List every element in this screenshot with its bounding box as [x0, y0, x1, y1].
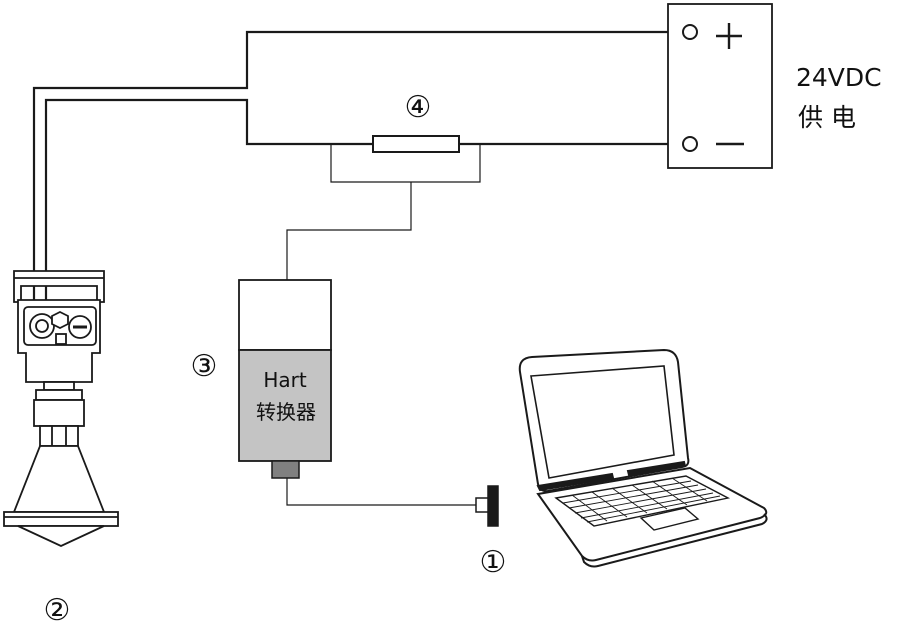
- hart-taps: [286, 144, 481, 506]
- converter-body-top: [238, 279, 332, 351]
- wire-negative: [44, 98, 373, 322]
- converter-plug: [271, 460, 300, 479]
- converter-label-name: 转换器: [256, 400, 316, 424]
- plus-sign-icon: [716, 23, 742, 49]
- voltage-label: 24VDC: [796, 63, 882, 92]
- marker-converter: ③: [191, 349, 218, 384]
- converter-label-hart: Hart: [263, 368, 307, 392]
- laptop-screen: [530, 365, 675, 479]
- wires: [32, 30, 690, 322]
- hart-converter: [238, 279, 332, 479]
- transmitter-flange: [3, 511, 119, 527]
- resistor: [372, 135, 460, 153]
- wire-positive: [32, 30, 690, 322]
- marker-connector: ①: [480, 545, 507, 580]
- negative-terminal: [682, 136, 698, 152]
- radar-transmitter: [3, 270, 119, 547]
- positive-terminal: [682, 24, 698, 40]
- marker-transmitter: ②: [44, 593, 71, 628]
- transmitter-horn: [12, 445, 106, 513]
- power-supply: [667, 3, 773, 169]
- transmitter-cap: [13, 270, 105, 303]
- laptop-touchpad: [639, 507, 700, 531]
- converter-body-bottom: [238, 349, 332, 462]
- supply-caption: 供 电: [798, 103, 856, 132]
- laptop-icon: [518, 348, 768, 568]
- marker-resistor: ④: [405, 90, 432, 125]
- usb-connector: [475, 485, 499, 527]
